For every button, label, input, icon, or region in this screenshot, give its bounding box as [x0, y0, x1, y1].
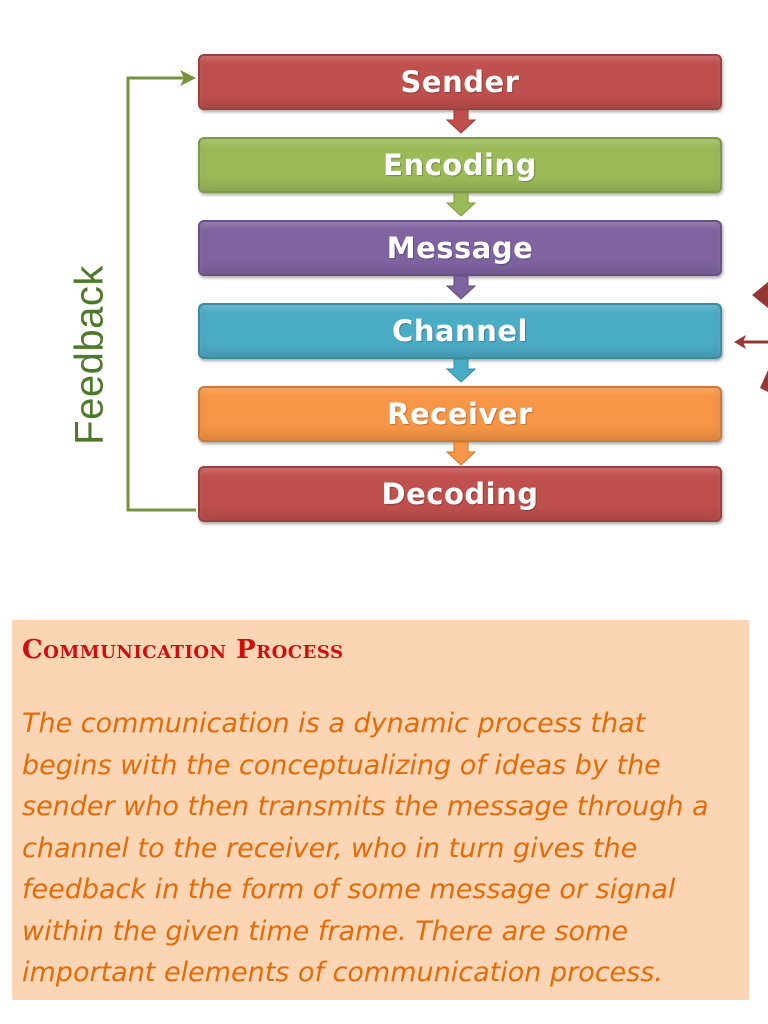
description-box: Communication Process The communication … — [12, 620, 749, 1000]
stage-message: Message — [198, 220, 722, 276]
down-arrow-icon — [445, 442, 477, 466]
stage-label: Sender — [400, 65, 520, 99]
down-arrow-icon — [445, 193, 477, 217]
stage-label: Message — [386, 231, 534, 265]
stage-label: Receiver — [387, 397, 533, 431]
stage-label: Encoding — [383, 148, 537, 182]
noise-star-point-bottom — [760, 370, 768, 392]
stage-channel: Channel — [198, 303, 722, 359]
down-arrow-icon — [445, 276, 477, 300]
diagram-connectors — [126, 70, 768, 512]
feedback-label: Feedback — [67, 265, 112, 445]
noise-arrowhead — [734, 335, 746, 349]
noise-star-point-top — [752, 282, 768, 308]
down-arrow-icon — [445, 110, 477, 134]
stage-label: Channel — [392, 314, 528, 348]
feedback-arrowhead — [180, 70, 196, 86]
stage-label: Decoding — [381, 477, 539, 511]
stage-decoding: Decoding — [198, 466, 722, 522]
communication-process-diagram: Feedback Sender Encoding Message Channel… — [0, 40, 768, 540]
stage-encoding: Encoding — [198, 137, 722, 193]
section-title: Communication Process — [22, 635, 344, 665]
section-body: The communication is a dynamic process t… — [22, 708, 709, 988]
down-arrow-icon — [445, 359, 477, 383]
stage-sender: Sender — [198, 54, 722, 110]
stage-receiver: Receiver — [198, 386, 722, 442]
feedback-loop-line — [126, 76, 196, 512]
